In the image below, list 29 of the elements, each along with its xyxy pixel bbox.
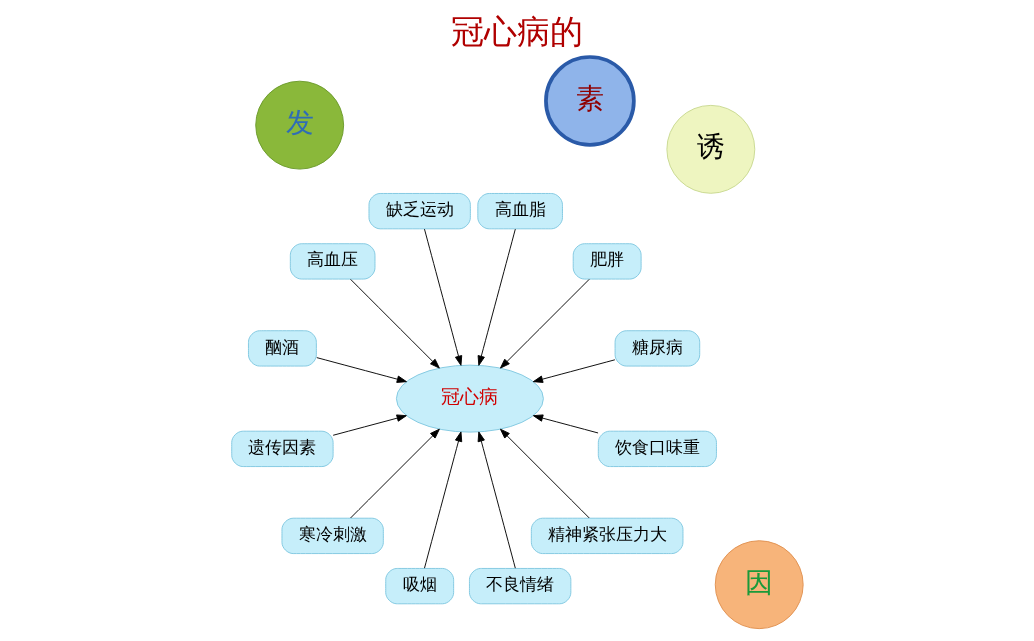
arrow (349, 278, 440, 369)
node-circle: 素 (543, 55, 636, 147)
arrow (423, 228, 462, 366)
arrow (499, 428, 590, 519)
node-box: 不良情绪 (468, 568, 571, 605)
arrow (315, 357, 407, 383)
node-box: 遗传因素 (230, 430, 334, 467)
node-box: 糖尿病 (614, 330, 700, 367)
arrow (423, 431, 462, 569)
arrow (477, 431, 516, 569)
arrow (349, 428, 440, 519)
node-box: 精神紧张压力大 (530, 517, 683, 555)
node-box: 寒冷刺激 (281, 517, 384, 555)
node-circle: 诱 (665, 104, 755, 194)
node-box: 吸烟 (384, 568, 454, 605)
node-circle: 因 (714, 540, 804, 630)
node-box: 肥胖 (572, 243, 642, 280)
arrow (499, 278, 590, 369)
node-box: 缺乏运动 (368, 193, 471, 230)
arrow (532, 414, 599, 434)
node-box: 高血脂 (476, 193, 563, 230)
arrow (532, 359, 615, 383)
arrow (477, 228, 516, 366)
node-box: 饮食口味重 (597, 430, 717, 467)
node-box: 酗酒 (247, 330, 317, 367)
diagram-title: 冠心病的 (451, 11, 583, 51)
node-box: 高血压 (289, 243, 375, 280)
node-circle: 发 (254, 80, 344, 170)
arrow (332, 414, 407, 436)
